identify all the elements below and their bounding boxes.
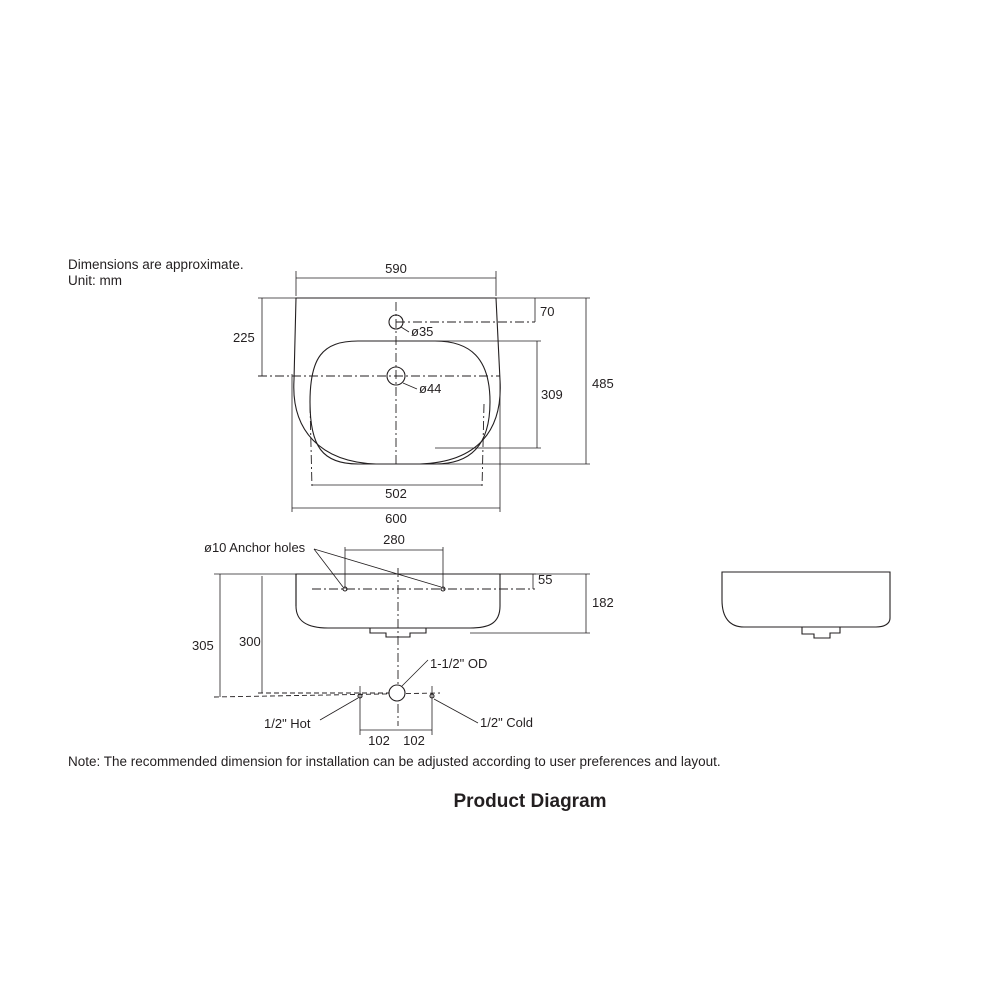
- dim-label-590: 590: [385, 261, 407, 276]
- drain-hole-leader: [402, 382, 418, 390]
- basin-right-extension: [481, 403, 485, 489]
- od-leader: [401, 659, 429, 687]
- top-view: ø35 ø44 590 70 225 309 485 502 600: [233, 261, 614, 526]
- basin-left-extension: [309, 403, 313, 489]
- front-basin-body: [295, 573, 501, 629]
- drain-hole-circle: [386, 366, 406, 386]
- dim-label-300: 300: [239, 634, 261, 649]
- tap-hole-leader: [400, 326, 410, 333]
- hot-label: 1/2" Hot: [264, 716, 311, 731]
- dim-label-502: 502: [385, 486, 407, 501]
- hot-leader: [319, 697, 359, 721]
- anchor-leader-right: [313, 548, 442, 588]
- front-view: 280 ø10 Anchor holes 55 182 305 300: [192, 532, 614, 748]
- approx-note: Dimensions are approximate.: [68, 257, 244, 272]
- dim-label-70: 70: [540, 304, 554, 319]
- dim-label-280: 280: [383, 532, 405, 547]
- tap-hole-circle: [388, 314, 404, 330]
- dim-label-55: 55: [538, 572, 552, 587]
- inner-bowl: [309, 340, 491, 465]
- drain-od-circle: [388, 684, 406, 702]
- tap-hole-label: ø35: [411, 324, 433, 339]
- unit-note: Unit: mm: [68, 273, 122, 288]
- anchor-leader-left: [313, 548, 344, 588]
- anchor-holes-label: ø10 Anchor holes: [204, 540, 306, 555]
- cold-leader: [433, 698, 479, 724]
- drain-od-label: 1-1/2" OD: [430, 656, 487, 671]
- cold-label: 1/2" Cold: [480, 715, 533, 730]
- diagram-caption: Product Diagram: [453, 791, 606, 812]
- side-waste-outlet: [801, 627, 841, 639]
- side-view: [721, 571, 891, 639]
- dim-label-102-cold: 102: [403, 733, 425, 748]
- dim-label-600: 600: [385, 511, 407, 526]
- dim-label-182: 182: [592, 595, 614, 610]
- dim-label-485: 485: [592, 376, 614, 391]
- dim-label-305: 305: [192, 638, 214, 653]
- drain-hole-label: ø44: [419, 381, 441, 396]
- dim-label-309: 309: [541, 387, 563, 402]
- installation-note: Note: The recommended dimension for inst…: [68, 754, 721, 769]
- supply-level-line: [213, 692, 441, 698]
- basin-outline: [293, 297, 501, 465]
- side-basin-body: [721, 571, 891, 628]
- dim-label-102-hot: 102: [368, 733, 390, 748]
- dim-label-225: 225: [233, 330, 255, 345]
